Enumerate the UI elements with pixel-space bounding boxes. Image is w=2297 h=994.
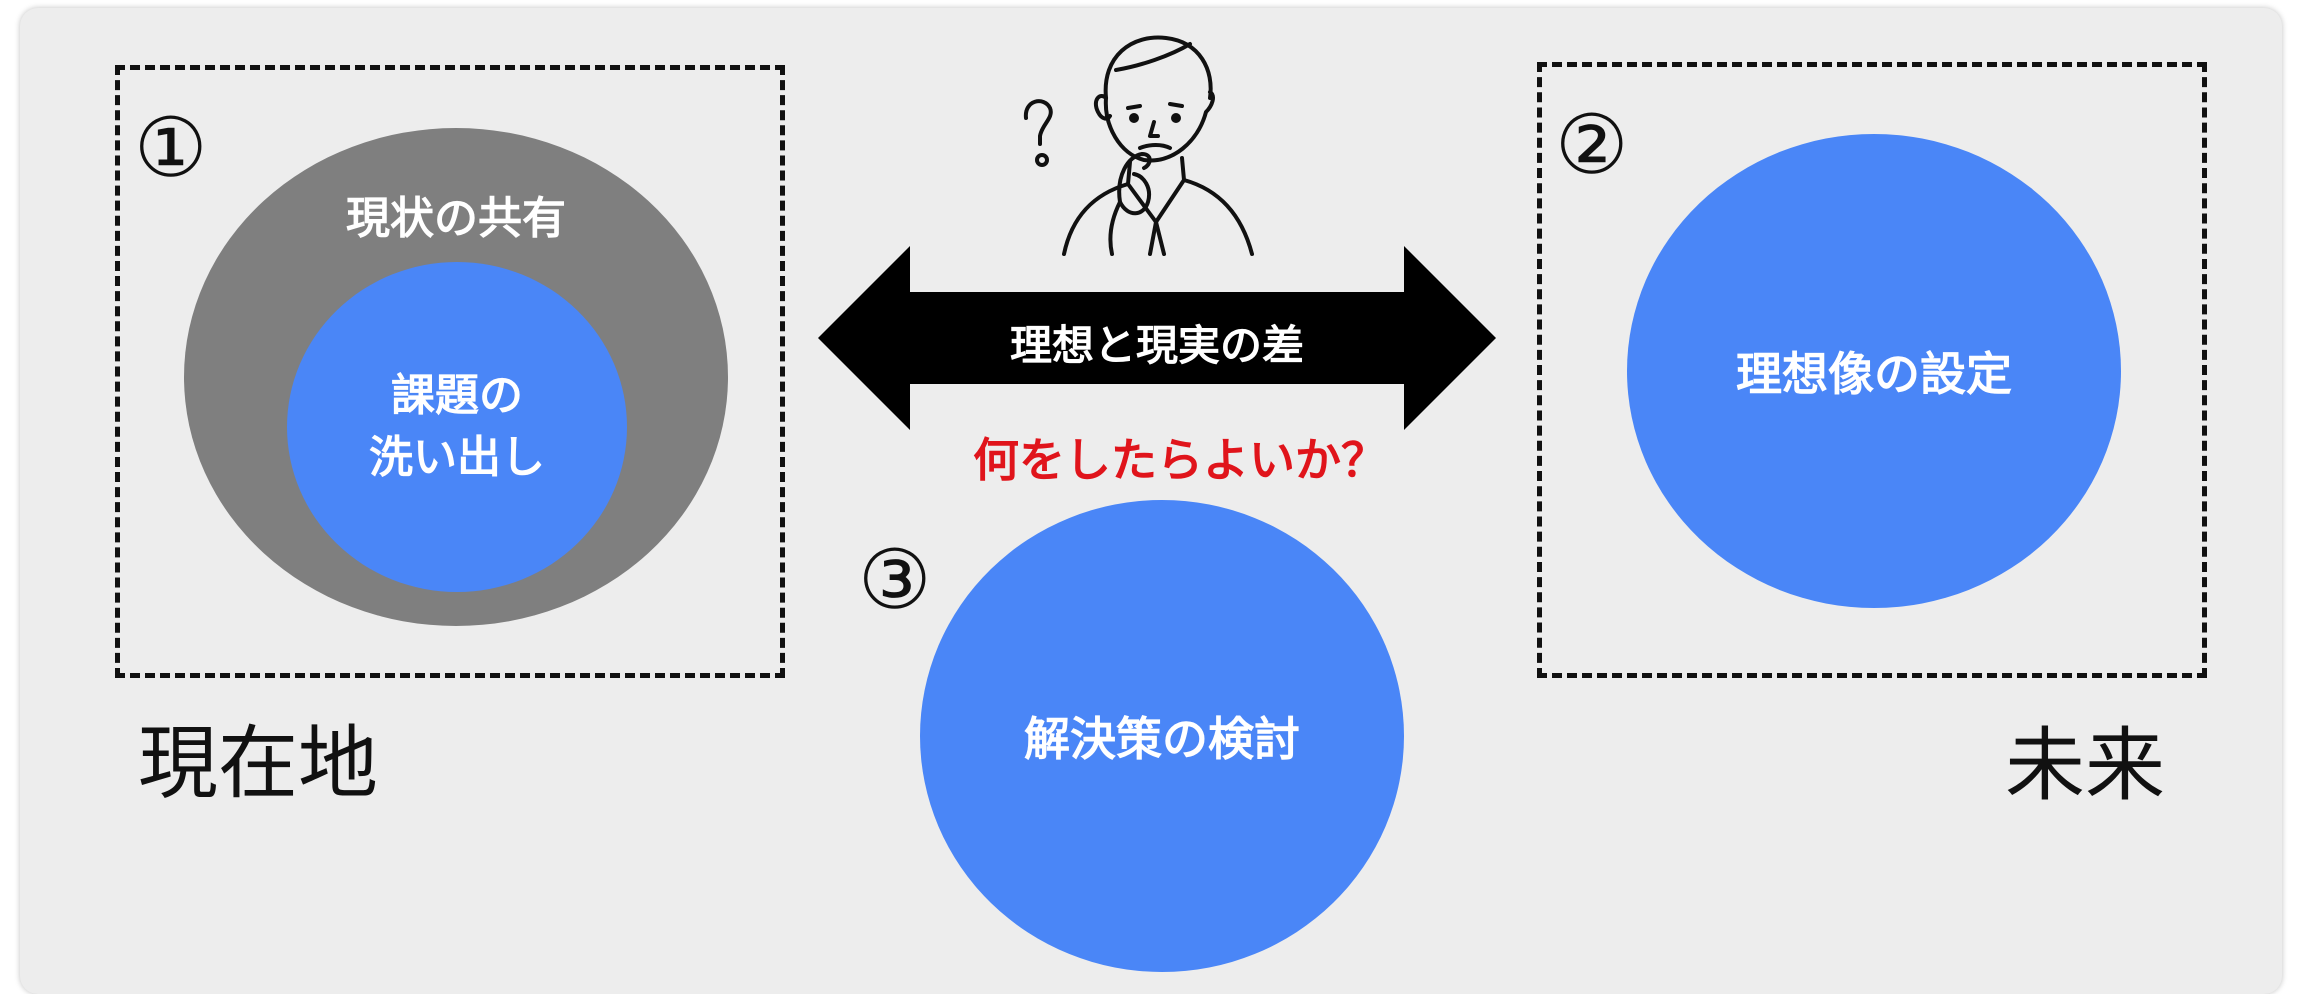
issues-label-line1: 課題の (391, 370, 523, 421)
issues-circle: 課題の 洗い出し (287, 262, 627, 592)
future-label: 未来 (2005, 719, 2165, 812)
solution-label: 解決策の検討 (1024, 712, 1300, 766)
step-number-2: ② (1555, 98, 1629, 193)
ideal-state-circle: 理想像の設定 (1627, 134, 2121, 608)
question-text: 何をしたらよいか？ (973, 433, 1387, 487)
solution-circle: 解決策の検討 (920, 500, 1404, 972)
current-state-label: 現状の共有 (346, 193, 566, 244)
step-number-1: ① (134, 101, 208, 196)
gap-arrow-label: 理想と現実の差 (1009, 321, 1304, 370)
thinking-person-icon (1023, 35, 1254, 256)
ideal-state-label: 理想像の設定 (1736, 347, 2012, 401)
future-area-box (1537, 62, 2207, 678)
step-number-3: ③ (858, 533, 932, 628)
present-label: 現在地 (138, 717, 378, 810)
present-area-box (115, 65, 785, 678)
issues-label-line2: 洗い出し (369, 432, 545, 483)
gap-double-arrow (818, 246, 1496, 430)
